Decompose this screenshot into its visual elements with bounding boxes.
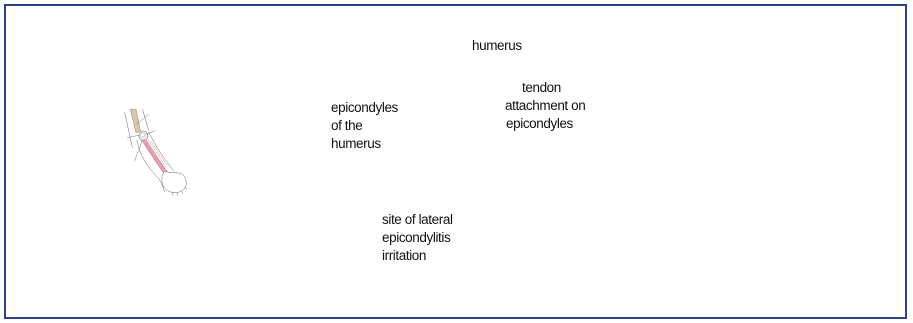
diagram-frame: humerus tendon attachment on epicondyles…	[4, 4, 907, 319]
leader-site	[134, 140, 142, 161]
label-epicondyles-line1: epicondyles	[331, 99, 398, 117]
upper-arm-outline-right	[142, 109, 148, 130]
leader-epicondyles	[127, 135, 139, 137]
leader-humerus	[137, 114, 149, 124]
label-tendon-line1: tendon	[522, 79, 561, 97]
label-site-line1: site of lateral	[382, 211, 453, 229]
label-humerus: humerus	[472, 37, 522, 55]
arm-illustration	[2, 2, 282, 297]
humerus-bone	[130, 109, 140, 133]
upper-arm-outline	[125, 112, 133, 147]
leader-tendon	[146, 131, 155, 135]
extensor-muscles	[142, 139, 167, 173]
label-tendon-line2: attachment on	[505, 97, 585, 115]
label-site-line2: epicondylitis	[382, 229, 450, 247]
hand	[162, 171, 186, 192]
label-site-line3: irritation	[382, 247, 426, 265]
label-tendon-line3: epicondyles	[506, 115, 573, 133]
label-epicondyles-line3: humerus	[331, 135, 381, 153]
label-epicondyles-line2: of the	[331, 117, 362, 135]
